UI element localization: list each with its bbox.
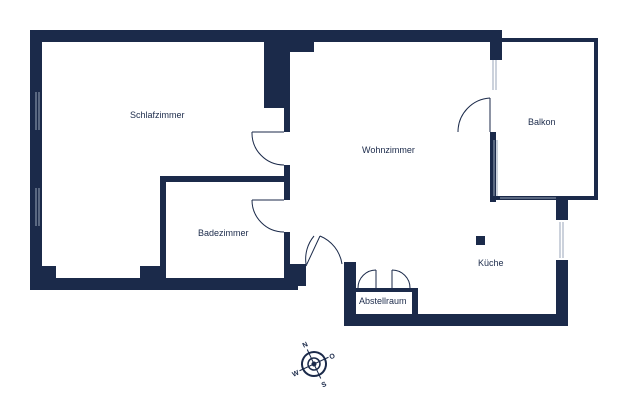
door-schlaf-arc xyxy=(251,131,285,166)
wall-bath-left xyxy=(160,176,166,280)
wall-kitchen-right xyxy=(556,260,568,326)
wall-bath-top xyxy=(160,176,290,182)
compass-o: O xyxy=(329,352,337,361)
doors xyxy=(251,97,491,289)
walls xyxy=(30,30,598,326)
wall-left xyxy=(30,30,42,290)
compass-w: W xyxy=(291,369,300,378)
wall-abstell-left xyxy=(344,262,356,326)
door-entry-leaf xyxy=(305,235,321,267)
compass-n: N xyxy=(302,341,310,349)
wall-corner-left xyxy=(42,266,56,280)
door-abstell-arc-right xyxy=(391,269,411,289)
compass-s: S xyxy=(321,381,328,389)
room-label-schlafzimmer: Schlafzimmer xyxy=(130,110,185,120)
door-entry-arc xyxy=(305,235,315,265)
wall-partition-upper xyxy=(284,108,290,132)
room-label-badezimmer: Badezimmer xyxy=(198,228,249,238)
wall-right-top xyxy=(490,30,502,60)
wall-partition-mid xyxy=(284,165,290,200)
wall-pillar-top xyxy=(284,42,314,52)
windows xyxy=(35,60,564,258)
abstell-right xyxy=(412,288,418,318)
balkon-right xyxy=(594,38,598,200)
compass-rose-icon: N O S W xyxy=(291,341,337,389)
wall-right-mid xyxy=(490,132,496,202)
room-label-balkon: Balkon xyxy=(528,117,556,127)
wall-entry-block xyxy=(288,264,306,286)
wall-partition-lower xyxy=(284,232,290,280)
abstell-top xyxy=(356,288,418,292)
door-abstell-arc-left xyxy=(357,269,377,289)
balkon-top xyxy=(494,38,598,42)
room-label-kueche: Küche xyxy=(478,258,504,268)
door-balkon-arc xyxy=(457,97,491,133)
room-label-wohnzimmer: Wohnzimmer xyxy=(362,145,415,155)
wall-corner-bath xyxy=(140,266,162,280)
kitchen-pillar xyxy=(476,236,485,245)
room-label-abstellraum: Abstellraum xyxy=(359,296,407,306)
wall-bottom-left xyxy=(30,278,298,290)
wall-kitchen-right-top xyxy=(556,196,568,220)
wall-bottom-right xyxy=(344,314,568,326)
wall-top xyxy=(30,30,502,42)
door-bad-arc xyxy=(251,199,285,233)
door-entry-arc-2 xyxy=(319,235,343,265)
wall-pillar xyxy=(264,42,290,108)
